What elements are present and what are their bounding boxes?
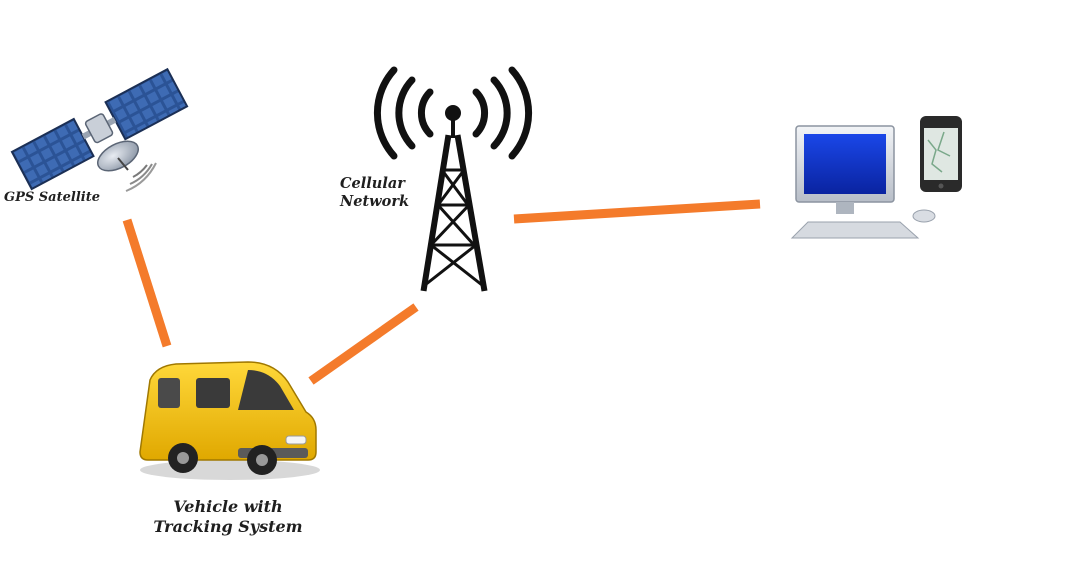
cellular-network-label-line-1: Cellular bbox=[340, 175, 405, 192]
vehicle-label-line-1: Vehicle with bbox=[173, 497, 283, 516]
gps-satellite-label: GPS Satellite bbox=[4, 190, 100, 205]
link-vehicle-tower bbox=[308, 303, 419, 385]
cellular-network-label: Cellular Network bbox=[340, 175, 409, 211]
vehicle-label-line-2: Tracking System bbox=[153, 517, 303, 536]
link-tower-computer bbox=[513, 199, 761, 224]
vehicle-label: Vehicle with Tracking System bbox=[142, 497, 314, 537]
link-satellite-vehicle bbox=[122, 218, 172, 348]
cellular-network-label-line-2: Network bbox=[340, 193, 410, 211]
